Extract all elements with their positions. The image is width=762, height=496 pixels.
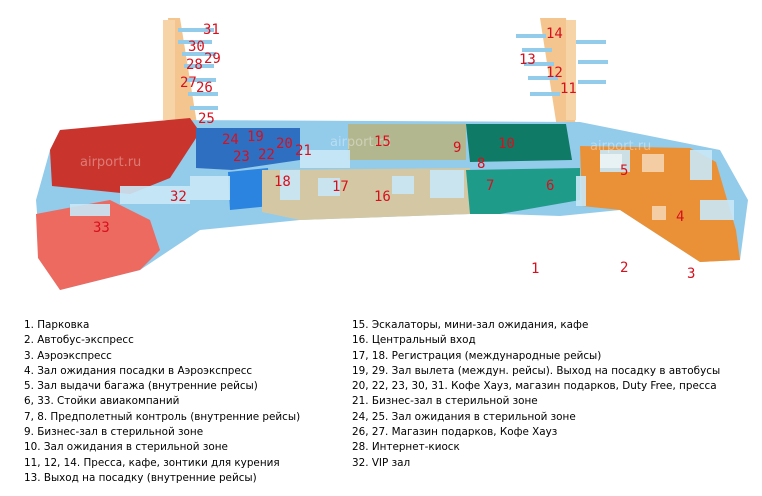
legend-left: 1. Парковка 2. Автобус-экспресс 3. Аэроэ… [24, 318, 300, 486]
legend-item: 9. Бизнес-зал в стерильной зоне [24, 426, 204, 439]
map-label: 10 [498, 136, 515, 152]
legend-item: 26, 27. Магазин подарков, Кофе Хауз [352, 426, 558, 439]
legend-item: 19, 29. Зал вылета (междун. рейсы). Выхо… [352, 364, 721, 377]
map-label: 6 [546, 178, 554, 194]
legend-item: 24, 25. Зал ожидания в стерильной зоне [352, 410, 576, 423]
zone-blue [196, 128, 300, 170]
legend-item: 2. Автобус-экспресс [24, 334, 134, 347]
legend-item: 15. Эскалаторы, мини-зал ожидания, кафе [352, 319, 589, 331]
map-label: 25 [198, 111, 215, 127]
zone-bright-blue [228, 168, 270, 210]
watermark: airport.ru [80, 155, 141, 170]
legend-item: 16. Центральный вход [352, 334, 476, 347]
map-label: 3 [687, 266, 695, 282]
map-label: 21 [295, 143, 312, 159]
map-labels: 31 30 29 28 27 26 25 24 19 20 23 22 21 1… [93, 22, 695, 282]
map-label: 19 [247, 129, 264, 145]
map-label: 24 [222, 132, 239, 148]
watermark: airport.ru [590, 139, 651, 154]
zone-olive [348, 124, 466, 160]
legend-item: 5. Зал выдачи багажа (внутренние рейсы) [24, 380, 258, 393]
map-label: 17 [332, 179, 349, 195]
map-label: 23 [233, 149, 250, 165]
zone-salmon [36, 200, 160, 290]
map-label: 5 [620, 163, 628, 179]
map-label: 11 [560, 81, 577, 97]
map-label: 32 [170, 189, 187, 205]
legend-item: 10. Зал ожидания в стерильной зоне [24, 441, 228, 454]
legend-item: 6, 33. Стойки авиакомпаний [24, 395, 180, 408]
legend-item: 17, 18. Регистрация (международные рейсы… [352, 349, 602, 362]
legend-item: 20, 22, 23, 30, 31. Кофе Хауз, магазин п… [352, 380, 717, 393]
legend-item: 28. Интернет-киоск [352, 441, 460, 454]
zone-beige [262, 168, 470, 220]
map-label: 18 [274, 174, 291, 190]
map-label: 14 [546, 26, 563, 42]
map-label: 22 [258, 147, 275, 163]
zone-teal [466, 168, 580, 214]
map-label: 30 [188, 39, 205, 55]
legend-item: 1. Парковка [24, 319, 90, 331]
legend-item: 4. Зал ожидания посадки в Аэроэкспресс [24, 364, 253, 377]
map-label: 31 [203, 22, 220, 38]
map-label: 9 [453, 140, 461, 156]
map-label: 29 [204, 51, 221, 67]
legend-item: 7, 8. Предполетный контроль (внутренние … [24, 410, 301, 423]
legend-item: 13. Выход на посадку (внутренние рейсы) [24, 471, 257, 484]
map-label: 33 [93, 220, 110, 236]
map-label: 4 [676, 209, 684, 225]
legend-item: 21. Бизнес-зал в стерильной зоне [352, 395, 538, 408]
map-label: 16 [374, 189, 391, 205]
map-label: 8 [477, 156, 485, 172]
legend-right: 15. Эскалаторы, мини-зал ожидания, кафе … [352, 318, 720, 471]
legend-item: 3. Аэроэкспресс [24, 349, 112, 362]
legend-item: 11, 12, 14. Пресса, кафе, зонтики для ку… [24, 456, 280, 469]
map-label: 26 [196, 80, 213, 96]
map-label: 20 [276, 136, 293, 152]
map-label: 15 [374, 134, 391, 150]
right-pier [516, 18, 608, 134]
left-pier [163, 18, 218, 134]
map-label: 12 [546, 65, 563, 81]
zone-red [50, 118, 200, 194]
map-label: 2 [620, 260, 628, 276]
map-label: 13 [519, 52, 536, 68]
map-label: 1 [531, 261, 539, 277]
terminal-map: airport.ru airport.ru airport.ru 31 30 2… [36, 18, 748, 290]
map-label: 28 [186, 57, 203, 73]
zone-dark-teal [466, 124, 572, 162]
map-label: 27 [180, 75, 197, 91]
orange-details [600, 154, 666, 220]
watermark: airport.ru [330, 135, 391, 150]
building-details [70, 150, 734, 220]
legend-item: 32. VIP зал [352, 456, 411, 469]
map-label: 7 [486, 178, 494, 194]
